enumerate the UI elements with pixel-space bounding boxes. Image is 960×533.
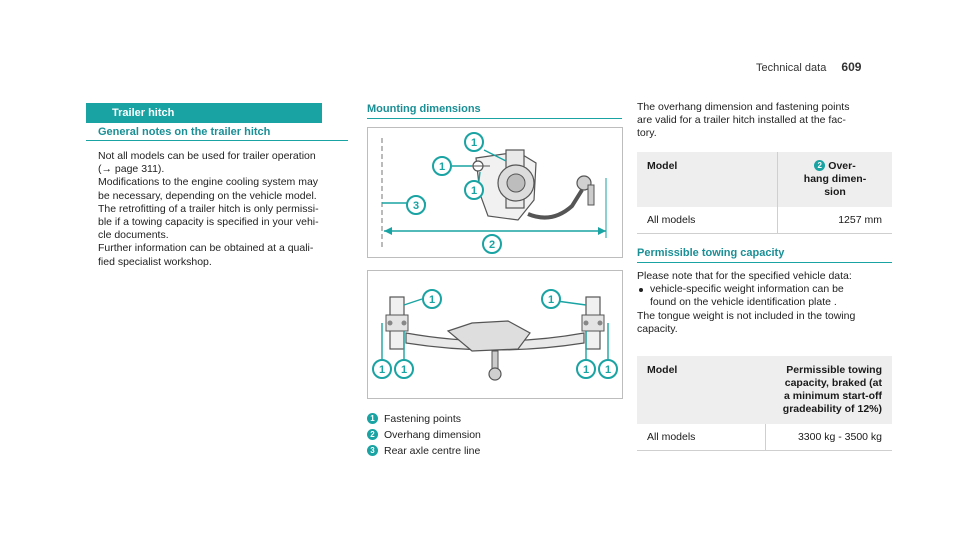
- para2-line2: be necessary, depending on the vehicle m…: [98, 189, 317, 202]
- col-model: Model: [637, 356, 765, 424]
- intro-line1: The overhang dimension and fastening poi…: [637, 101, 850, 113]
- towing-rule: [637, 262, 892, 263]
- callout-overhang-label: 2: [489, 239, 495, 251]
- table-row: All models 3300 kg - 3500 kg: [637, 424, 892, 451]
- subtitle: General notes on the trailer hitch: [98, 126, 271, 138]
- section-title-bar: Trailer hitch: [86, 103, 322, 123]
- side-view-drawing: 1 1 1 3 2: [381, 132, 607, 254]
- figure-side-view: 1 1 1 3 2: [367, 127, 623, 258]
- cell-model: All models: [637, 207, 778, 234]
- table-header-row: Model Permissible towing capacity, brake…: [637, 356, 892, 424]
- callout-left-outer: [372, 359, 392, 379]
- legend-badge: 3: [367, 445, 378, 456]
- callout-fastening-middle: [432, 156, 452, 176]
- towing-p2-line1: The tongue weight is not included in the…: [637, 309, 856, 322]
- callout-fastening-middle-label: 1: [439, 161, 445, 173]
- callout-right-top-label: 1: [548, 294, 554, 306]
- bullet-dot: [639, 288, 643, 293]
- para2-line5: cle documents.: [98, 229, 169, 242]
- callout-fastening-bottom-label: 1: [471, 185, 477, 197]
- table-row: All models 1257 mm: [637, 207, 892, 234]
- callout-axle-line-label: 3: [413, 200, 419, 212]
- overhang-intro: The overhang dimension and fastening poi…: [637, 101, 897, 141]
- callout-left-top-label: 1: [429, 294, 435, 306]
- intro-line2: are valid for a trailer hitch installed …: [637, 114, 846, 127]
- towing-p1: Please note that for the specified vehic…: [637, 270, 852, 282]
- para3-line2: fied specialist workshop.: [98, 255, 212, 268]
- legend-badge: 2: [367, 429, 378, 440]
- para3-line1: Further information can be obtained at a…: [98, 242, 314, 255]
- col-overhang-line2: hang dimen-: [803, 173, 867, 185]
- callout-fastening-top-label: 1: [471, 137, 477, 149]
- figure-rear-view: 1 1 1 1 1 1: [367, 270, 623, 399]
- para2-line4: ble if a towing capacity is specified in…: [98, 216, 319, 229]
- page-header: Technical data 609: [756, 60, 861, 74]
- callout-left-inner: [394, 359, 414, 379]
- callout-left-inner-label: 1: [401, 364, 407, 376]
- legend-text: Rear axle centre line: [384, 445, 481, 457]
- legend-item: 3 Rear axle centre line: [367, 443, 622, 459]
- legend-badge: 1: [367, 413, 378, 424]
- callout-left-top: [422, 289, 442, 309]
- para1-line2[interactable]: (→ page 311).: [98, 163, 165, 176]
- towing-text: Please note that for the specified vehic…: [637, 270, 897, 336]
- cell-overhang-value: 1257 mm: [777, 207, 892, 234]
- para2-line1: Modifications to the engine cooling syst…: [98, 176, 319, 189]
- callout-axle-line: [406, 195, 426, 215]
- legend-text: Fastening points: [384, 413, 462, 425]
- callout-overhang: [482, 234, 502, 254]
- legend-item: 1 Fastening points: [367, 411, 622, 427]
- section-label: Technical data: [756, 62, 827, 74]
- legend-text: Overhang dimension: [384, 429, 481, 441]
- mounting-rule: [367, 118, 622, 119]
- callout-right-inner: [576, 359, 596, 379]
- subtitle-rule: [86, 140, 348, 141]
- callout-right-inner-label: 1: [583, 364, 589, 376]
- rear-view-drawing: 1 1 1 1 1 1: [372, 289, 618, 381]
- mounting-title: Mounting dimensions: [367, 103, 481, 115]
- col-towing-capacity: Permissible towing capacity, braked (at …: [765, 356, 892, 424]
- para1-line1: Not all models can be used for trailer o…: [98, 150, 316, 162]
- bullet-item: vehicle-specific weight information can …: [637, 283, 897, 309]
- callout-left-outer-label: 1: [379, 364, 385, 376]
- towing-p2-line2: capacity.: [637, 322, 678, 335]
- callout-fastening-bottom: [464, 180, 484, 200]
- intro-text: Not all models can be used for trailer o…: [98, 150, 353, 269]
- towing-table: Model Permissible towing capacity, brake…: [637, 356, 892, 451]
- cell-towing-value: 3300 kg - 3500 kg: [764, 424, 892, 451]
- para2-line3: The retrofitting of a trailer hitch is o…: [98, 202, 319, 215]
- col-overhang-line3: sion: [824, 186, 846, 198]
- callout-right-outer: [598, 359, 618, 379]
- col-model: Model: [637, 152, 778, 207]
- intro-line3: tory.: [637, 127, 657, 140]
- overhang-badge: 2: [814, 160, 826, 171]
- cell-model: All models: [637, 424, 765, 451]
- towing-title: Permissible towing capacity: [637, 247, 785, 259]
- callout-fastening-top: [464, 132, 484, 152]
- callout-right-top: [541, 289, 561, 309]
- callout-right-outer-label: 1: [605, 364, 611, 376]
- page-number: 609: [841, 60, 862, 74]
- legend-item: 2 Overhang dimension: [367, 427, 622, 443]
